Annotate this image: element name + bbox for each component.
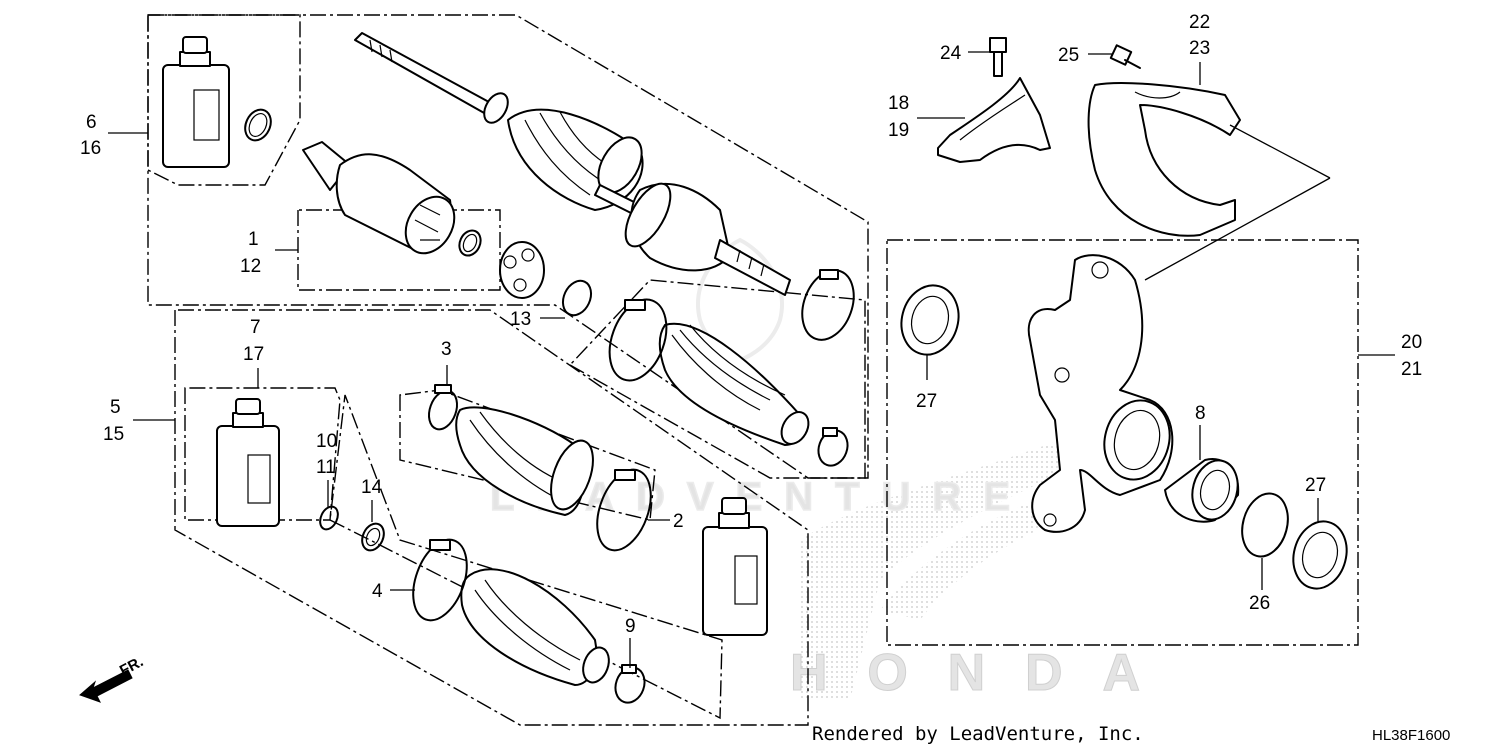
inner-boot-3 — [455, 406, 594, 516]
oil-seal-right-27 — [1292, 520, 1348, 590]
band-outer-small — [817, 427, 849, 467]
callout-24: 24 — [940, 43, 962, 64]
bolt-24 — [989, 37, 1007, 77]
circlip-14 — [361, 522, 385, 552]
grease-bottle-loose — [702, 497, 768, 636]
callout-17: 17 — [243, 344, 264, 365]
outer-boot-4 — [460, 568, 610, 686]
kit-7-outline — [184, 387, 341, 521]
circlip-inner-joint — [458, 229, 482, 257]
outer-boot-kit-outline — [568, 279, 866, 479]
callout-20: 20 — [1401, 332, 1422, 353]
callout-18: 18 — [888, 93, 909, 114]
grease-bottle-6 — [162, 36, 230, 168]
wheel-bearing — [1164, 458, 1240, 523]
band-outer-large — [608, 298, 668, 382]
callout-25: 25 — [1058, 45, 1079, 66]
circlip-13 — [561, 279, 593, 317]
steering-knuckle — [1027, 254, 1174, 533]
kit-1-outline — [297, 209, 501, 291]
callout-12: 12 — [240, 256, 261, 277]
callout-26: 26 — [1249, 593, 1270, 614]
knuckle-cover-18 — [937, 77, 1051, 163]
snap-ring-26 — [1241, 492, 1289, 558]
callout-10: 10 — [316, 431, 337, 452]
render-credit: Rendered by LeadVenture, Inc. — [812, 723, 1144, 745]
callout-7: 7 — [250, 317, 261, 338]
kit-5-outline — [174, 309, 809, 726]
callout-6: 6 — [86, 112, 97, 133]
callout-22: 22 — [1189, 12, 1210, 33]
inner-cv-joint — [302, 141, 456, 255]
grease-bottle-7 — [216, 398, 280, 527]
knuckle-assembly-outline — [886, 239, 1359, 646]
oil-seal-left-27 — [900, 284, 960, 356]
callout-19: 19 — [888, 120, 909, 141]
boot-kit-4-outline — [329, 394, 723, 720]
callout-15: 15 — [103, 424, 124, 445]
drive-shaft — [354, 32, 644, 216]
tripod-bearing — [499, 241, 545, 299]
bolt-25 — [1109, 44, 1141, 69]
callout-14: 14 — [361, 477, 383, 498]
boot-kit-3-outline — [399, 389, 656, 521]
front-direction-arrow: FR. — [79, 653, 146, 703]
circlip-10 — [319, 505, 339, 531]
callout-21: 21 — [1401, 359, 1422, 380]
snap-ring-6 — [244, 108, 272, 142]
band-4 — [412, 538, 468, 622]
callout-5: 5 — [110, 397, 121, 418]
brake-guard-22 — [1087, 82, 1241, 237]
band-outer-top — [801, 269, 855, 341]
callout-4: 4 — [372, 581, 383, 602]
callout-27-left: 27 — [916, 391, 937, 412]
callout-11: 11 — [316, 457, 336, 478]
kit-6-outline — [147, 14, 301, 186]
callout-13: 13 — [510, 309, 531, 330]
diagram-code: HL38F1600 — [1372, 727, 1450, 744]
callout-2: 2 — [673, 511, 684, 532]
callout-1: 1 — [248, 229, 259, 250]
outer-cv-joint — [624, 182, 791, 296]
leader-lines — [108, 51, 1395, 668]
band-3 — [427, 384, 459, 431]
honda-wing-watermark — [800, 440, 1070, 700]
callout-9: 9 — [625, 616, 636, 637]
outer-boot-large — [658, 322, 810, 446]
callout-3: 3 — [441, 339, 452, 360]
callout-8: 8 — [1195, 403, 1206, 424]
band-9 — [614, 664, 646, 704]
callout-16: 16 — [80, 138, 101, 159]
callout-23: 23 — [1189, 38, 1210, 59]
band-2 — [596, 468, 652, 552]
callouts: 1 12 13 6 16 7 17 5 15 3 10 11 14 2 4 9 … — [80, 12, 1422, 637]
callout-27-right: 27 — [1305, 475, 1326, 496]
